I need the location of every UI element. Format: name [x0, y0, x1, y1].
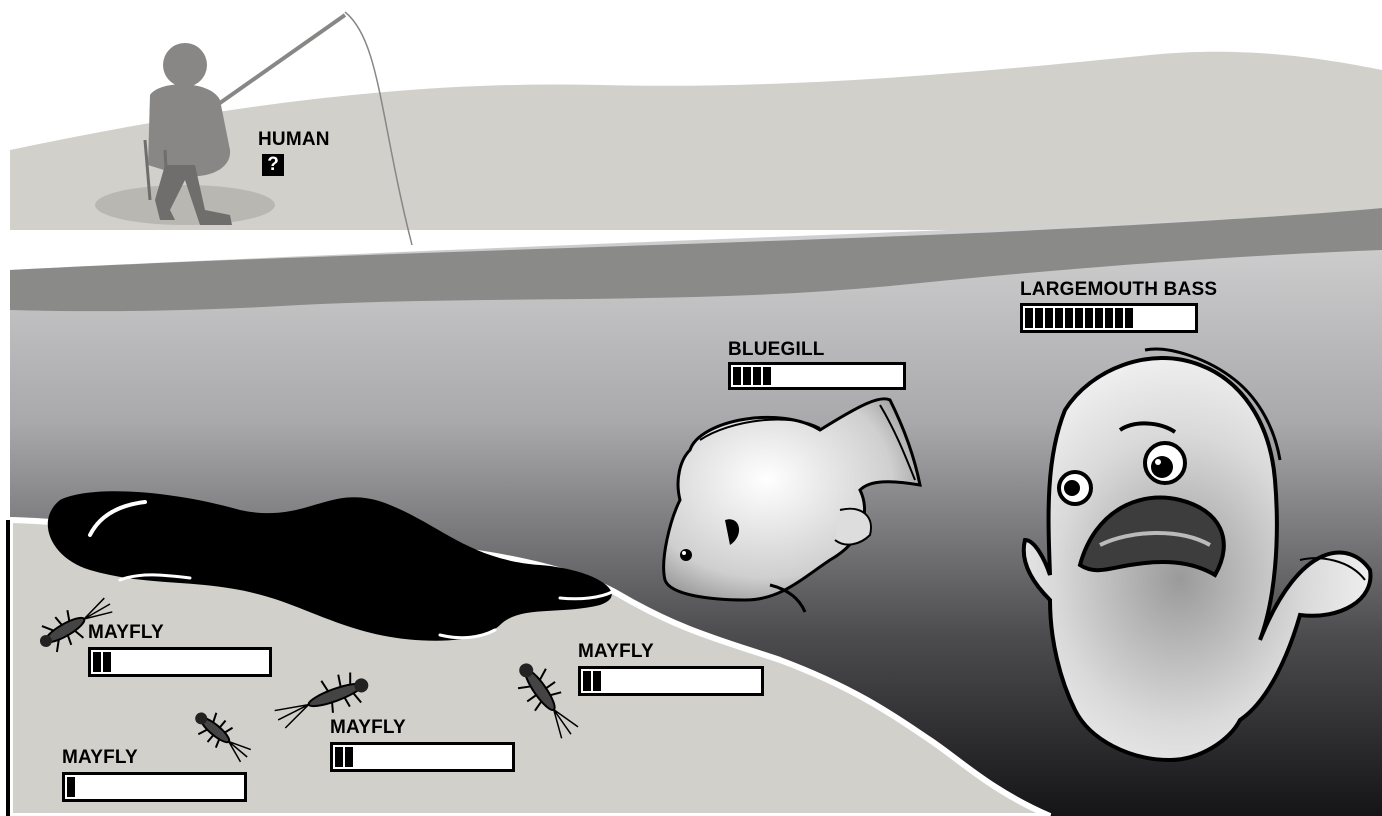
bluegill-health-bar: [728, 362, 906, 390]
health-segment: [1065, 308, 1073, 328]
mayfly-health-bar: [330, 742, 515, 772]
health-segment: [1055, 308, 1063, 328]
health-segment: [1095, 308, 1103, 328]
largemouth-bass-label: LARGEMOUTH BASS: [1020, 280, 1217, 299]
health-segment: [1105, 308, 1113, 328]
health-segment: [335, 747, 343, 767]
health-segment: [103, 652, 111, 672]
mayfly-health-bar: [88, 647, 272, 677]
health-segment: [345, 747, 353, 767]
health-segment: [67, 777, 75, 797]
health-segment: [1085, 308, 1093, 328]
mayfly-label: MAYFLY: [330, 718, 406, 737]
health-segment: [1025, 308, 1033, 328]
bluegill-label: BLUEGILL: [728, 340, 825, 359]
human-label: HUMAN: [258, 130, 330, 149]
health-segment: [1115, 308, 1123, 328]
mayfly-health-bar: [62, 772, 247, 802]
health-segment: [1125, 308, 1133, 328]
left-border: [6, 520, 10, 816]
health-segment: [583, 671, 591, 691]
human-unknown-badge: ?: [262, 154, 284, 176]
health-segment: [1045, 308, 1053, 328]
health-segment: [763, 367, 771, 385]
mayfly-label: MAYFLY: [62, 748, 138, 767]
mayfly-label: MAYFLY: [88, 623, 164, 642]
mayfly-health-bar: [578, 666, 764, 696]
health-segment: [743, 367, 751, 385]
health-segment: [1035, 308, 1043, 328]
health-segment: [733, 367, 741, 385]
health-segment: [1075, 308, 1083, 328]
mayfly-label: MAYFLY: [578, 642, 654, 661]
health-segment: [93, 652, 101, 672]
health-segment: [753, 367, 761, 385]
health-segment: [593, 671, 601, 691]
largemouth-bass-health-bar: [1020, 303, 1198, 333]
